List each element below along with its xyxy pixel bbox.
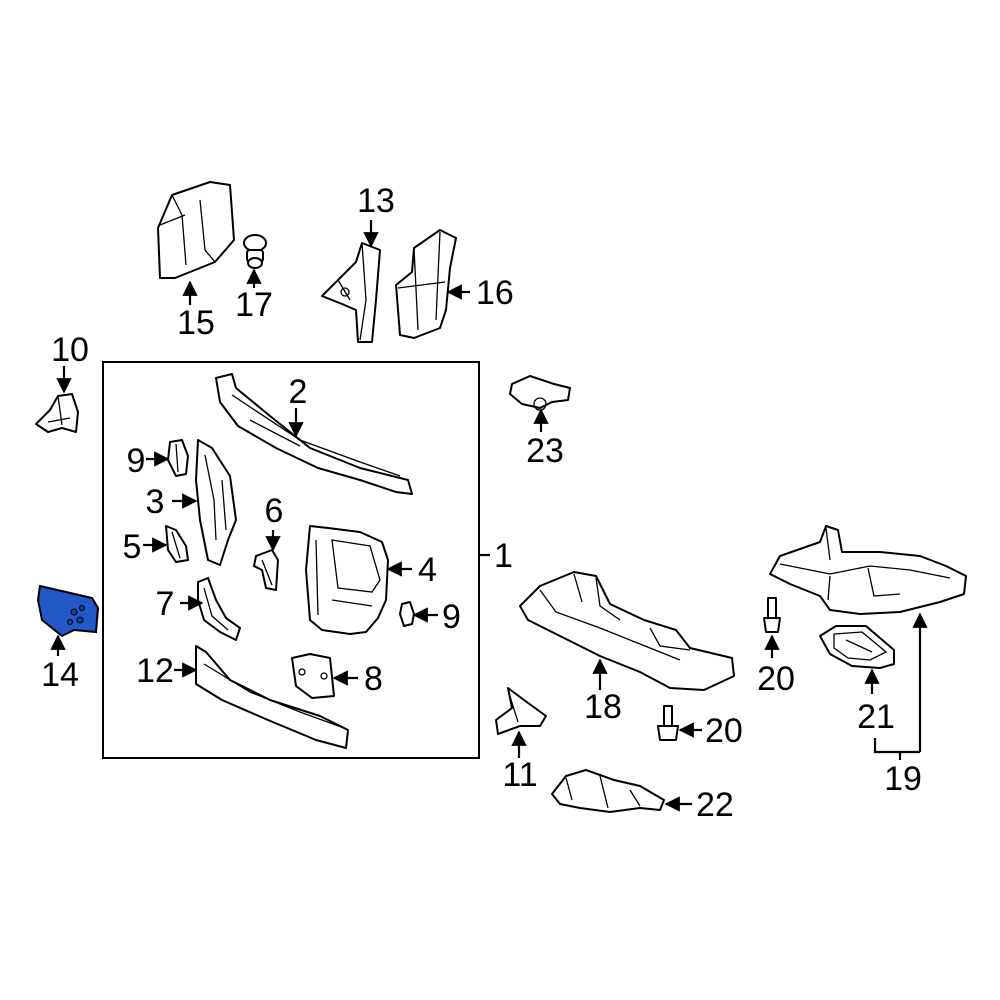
callout-9-upper: 9: [127, 442, 146, 480]
part-10[interactable]: [35, 393, 79, 433]
part-20-center[interactable]: [657, 705, 679, 741]
callout-11: 11: [502, 756, 537, 794]
callout-8: 8: [364, 660, 383, 698]
part-9-upper[interactable]: [167, 439, 189, 477]
callout-19: 19: [884, 760, 922, 798]
part-7[interactable]: [197, 577, 241, 641]
part-14-body[interactable]: [36, 584, 100, 638]
part-23[interactable]: [509, 375, 571, 411]
callout-9-lower: 9: [442, 598, 461, 636]
part-2[interactable]: [215, 373, 413, 495]
callout-1: 1: [494, 537, 513, 575]
callout-3: 3: [146, 483, 165, 521]
callout-21: 21: [857, 698, 895, 736]
part-15[interactable]: [157, 181, 235, 279]
part-6[interactable]: [253, 549, 279, 591]
part-4[interactable]: [305, 525, 389, 635]
callout-20-center: 20: [705, 712, 743, 750]
part-21[interactable]: [819, 625, 895, 669]
callout-5: 5: [123, 528, 142, 566]
part-19[interactable]: [769, 525, 967, 615]
bracket-19: [873, 738, 920, 754]
part-16[interactable]: [395, 229, 457, 339]
part-5[interactable]: [165, 525, 189, 563]
callout-18: 18: [584, 688, 622, 726]
part-14-highlighted[interactable]: [36, 584, 100, 638]
callout-13: 13: [357, 182, 395, 220]
part-20-right[interactable]: [763, 597, 781, 633]
callout-16: 16: [476, 274, 514, 312]
callout-12: 12: [136, 652, 174, 690]
callout-6: 6: [265, 492, 284, 530]
part-13[interactable]: [321, 242, 381, 343]
callout-2: 2: [289, 373, 308, 411]
callout-10: 10: [51, 331, 89, 369]
part-9-lower[interactable]: [399, 601, 415, 627]
callout-4: 4: [418, 551, 437, 589]
part-11[interactable]: [495, 687, 547, 735]
callout-20-right: 20: [757, 660, 795, 698]
part-18[interactable]: [519, 571, 735, 691]
callout-23: 23: [526, 432, 564, 470]
part-3[interactable]: [195, 439, 237, 566]
part-17[interactable]: [243, 234, 267, 269]
callout-14: 14: [41, 656, 79, 694]
part-12[interactable]: [195, 645, 349, 749]
assembly-1-frame: [102, 361, 480, 759]
callout-17: 17: [235, 286, 273, 324]
part-8[interactable]: [291, 653, 335, 699]
callout-22: 22: [696, 786, 734, 824]
part-22[interactable]: [551, 769, 665, 813]
callout-15: 15: [177, 304, 215, 342]
callout-7: 7: [156, 585, 175, 623]
